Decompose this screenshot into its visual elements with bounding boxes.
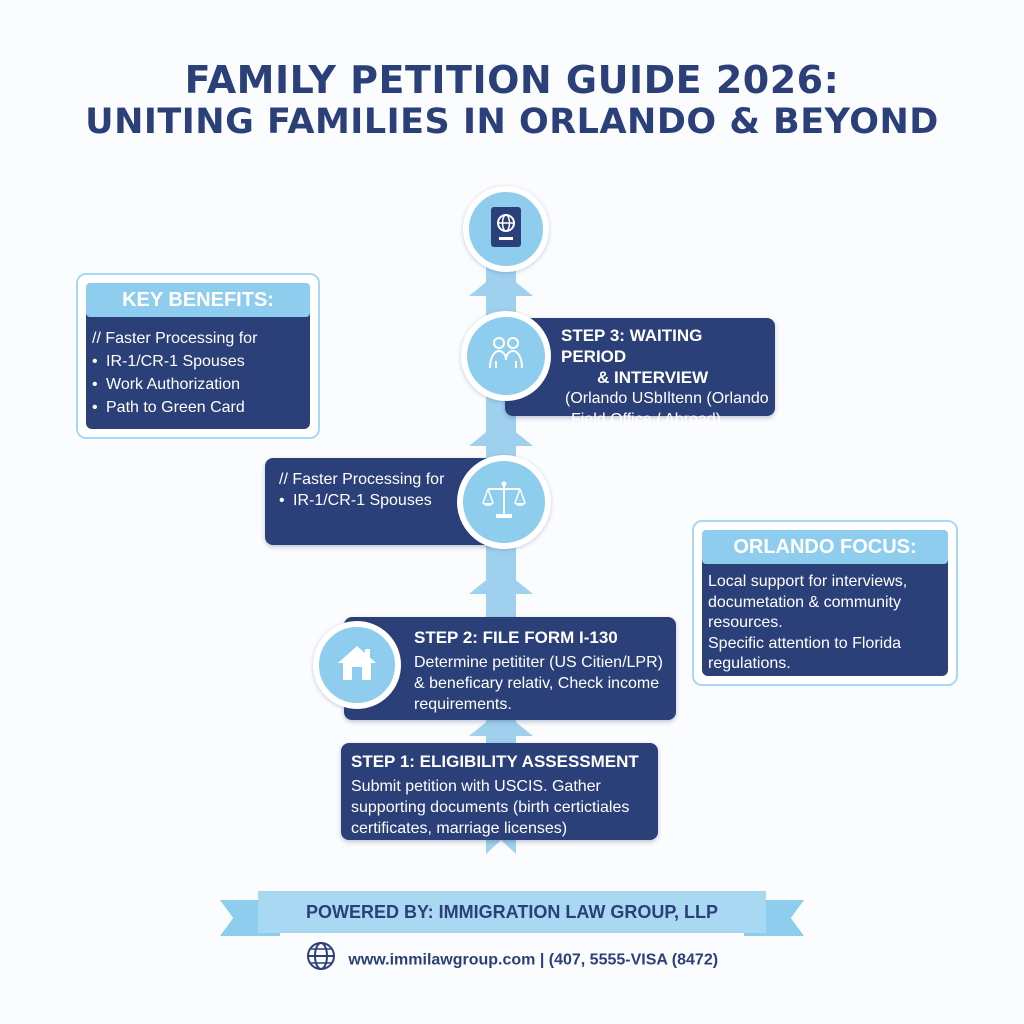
focus-line: documetation & community bbox=[708, 593, 901, 611]
benefit-line: IR-1/CR-1 Spouses bbox=[92, 350, 308, 373]
contact-line: www.immilawgroup.com | (407, 5555-VISA (… bbox=[0, 941, 1024, 980]
spine-arrow-upper bbox=[469, 420, 533, 446]
page-subtitle: UNITING FAMILIES IN ORLANDO & BEYOND bbox=[85, 102, 939, 142]
passport-icon bbox=[488, 205, 524, 254]
focus-line: Local support for interviews, bbox=[708, 573, 908, 590]
benefit-line: Work Authorization bbox=[92, 373, 308, 396]
step1-text: supporting documents (birth certictiales bbox=[351, 799, 630, 816]
globe-icon bbox=[306, 941, 336, 980]
key-benefits-panel: KEY BENEFITS: // Faster Processing for I… bbox=[76, 273, 320, 439]
spine-arrow-top bbox=[469, 270, 533, 296]
orlando-focus-title: ORLANDO FOCUS: bbox=[702, 530, 948, 564]
focus-line: resources. bbox=[708, 614, 783, 631]
house-icon bbox=[335, 643, 379, 688]
spine-tail bbox=[486, 840, 516, 854]
middle-text: IR-1/CR-1 Spouses bbox=[279, 490, 444, 511]
top-circle bbox=[463, 186, 549, 272]
middle-circle bbox=[457, 455, 551, 549]
benefit-line: Path to Green Card bbox=[92, 396, 308, 419]
key-benefits-title: KEY BENEFITS: bbox=[86, 283, 310, 317]
step3-heading-2: & INTERVIEW bbox=[597, 368, 709, 387]
step3-text: (Orlando USbIltenn (Orlando bbox=[565, 390, 769, 407]
step3-heading: STEP 3: WAITING PERIOD bbox=[561, 326, 703, 366]
step1-box: STEP 1: ELIGIBILITY ASSESSMENT Submit pe… bbox=[341, 743, 658, 840]
middle-text: // Faster Processing for bbox=[279, 471, 445, 488]
step3-circle bbox=[461, 311, 551, 401]
step1-text: Submit petition with USCIS. Gather bbox=[351, 778, 601, 795]
middle-box: // Faster Processing for IR-1/CR-1 Spous… bbox=[265, 458, 493, 545]
spine-arrow-middle bbox=[469, 568, 533, 594]
step3-text: Field Office / Abroad) bbox=[571, 411, 721, 428]
step2-text: requirements. bbox=[414, 696, 512, 713]
contact-text[interactable]: www.immilawgroup.com | (407, 5555-VISA (… bbox=[348, 951, 719, 969]
step2-circle bbox=[313, 621, 401, 709]
benefit-line: // Faster Processing for bbox=[92, 330, 258, 347]
step3-box: STEP 3: WAITING PERIOD & INTERVIEW (Orla… bbox=[505, 318, 775, 428]
scales-of-justice-icon bbox=[480, 478, 528, 527]
powered-by-ribbon: POWERED BY: IMMIGRATION LAW GROUP, LLP bbox=[258, 891, 766, 933]
step2-heading: STEP 2: FILE FORM I-130 bbox=[414, 628, 618, 647]
step1-text: certificates, marriage licenses) bbox=[351, 820, 568, 837]
step2-box: STEP 2: FILE FORM I-130 Determine petiti… bbox=[344, 617, 676, 720]
orlando-focus-panel: ORLANDO FOCUS: Local support for intervi… bbox=[692, 520, 958, 686]
focus-line: regulations. bbox=[708, 655, 791, 672]
two-people-icon bbox=[484, 332, 528, 381]
step2-text: & beneficary relativ, Check income bbox=[414, 675, 660, 692]
step1-heading: STEP 1: ELIGIBILITY ASSESSMENT bbox=[351, 752, 639, 771]
focus-line: Specific attention to Florida bbox=[708, 634, 901, 652]
step2-text: Determine petititer (US Citien/LPR) bbox=[414, 654, 663, 671]
page-title: FAMILY PETITION GUIDE 2026: bbox=[184, 58, 840, 102]
